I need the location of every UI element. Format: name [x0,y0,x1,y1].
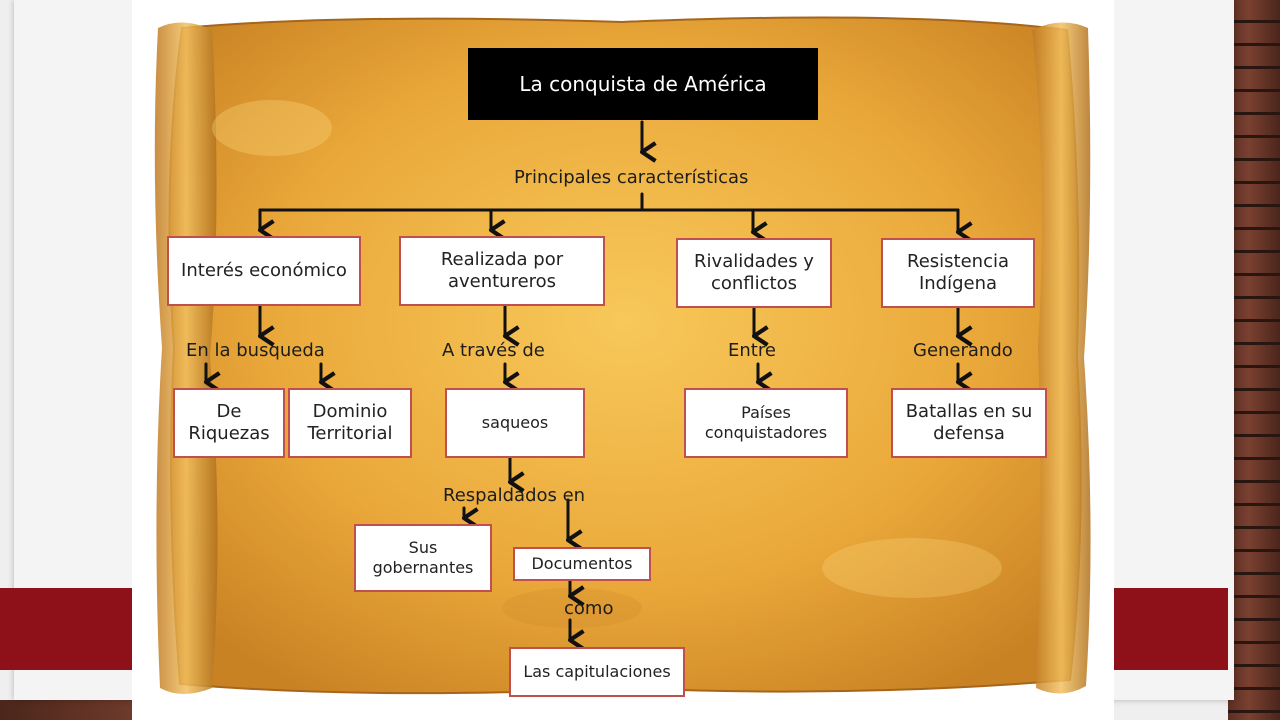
slide: La conquista de América Principales cara… [132,0,1114,720]
branch-label: Rivalidades y conflictos [694,250,814,295]
branch-node-realizada: Realizada por aventureros [399,236,605,306]
result-node-paises: Países conquistadores [684,388,848,458]
subtitle-label: Principales características [514,167,749,188]
result-node-dominio: Dominio Territorial [288,388,412,458]
connector-label-generando: Generando [913,340,1013,361]
result-node-gobernantes: Sus gobernantes [354,524,492,592]
title-text: La conquista de América [519,71,767,96]
brick-wall-right [1228,0,1280,720]
result-node-saqueos: saqueos [445,388,585,458]
result-node-batallas: Batallas en su defensa [891,388,1047,458]
branch-node-resistencia: Resistencia Indígena [881,238,1035,308]
branch-node-rivalidades: Rivalidades y conflictos [676,238,832,308]
branch-label: Interés económico [181,259,347,281]
connector-label-busqueda: En la busqueda [186,340,325,361]
title-box: La conquista de América [468,48,818,120]
result-node-documentos: Documentos [513,547,651,581]
final-node-capitulaciones: Las capitulaciones [509,647,685,697]
accent-band-right [1114,588,1228,670]
connector-label-como: como [564,598,614,619]
connector-label-respaldados: Respaldados en [443,485,586,506]
result-node-riquezas: De Riquezas [173,388,285,458]
accent-band-left [0,588,132,670]
connector-arrows [132,120,1114,720]
branch-label: Resistencia Indígena [907,250,1009,295]
brick-wall-left [0,700,132,720]
connector-label-entre: Entre [728,340,776,361]
branch-label: Realizada por aventureros [440,248,564,293]
branch-node-interes: Interés económico [167,236,361,306]
concept-map: La conquista de América Principales cara… [132,0,1114,720]
connector-label-traves: A través de [442,340,545,361]
